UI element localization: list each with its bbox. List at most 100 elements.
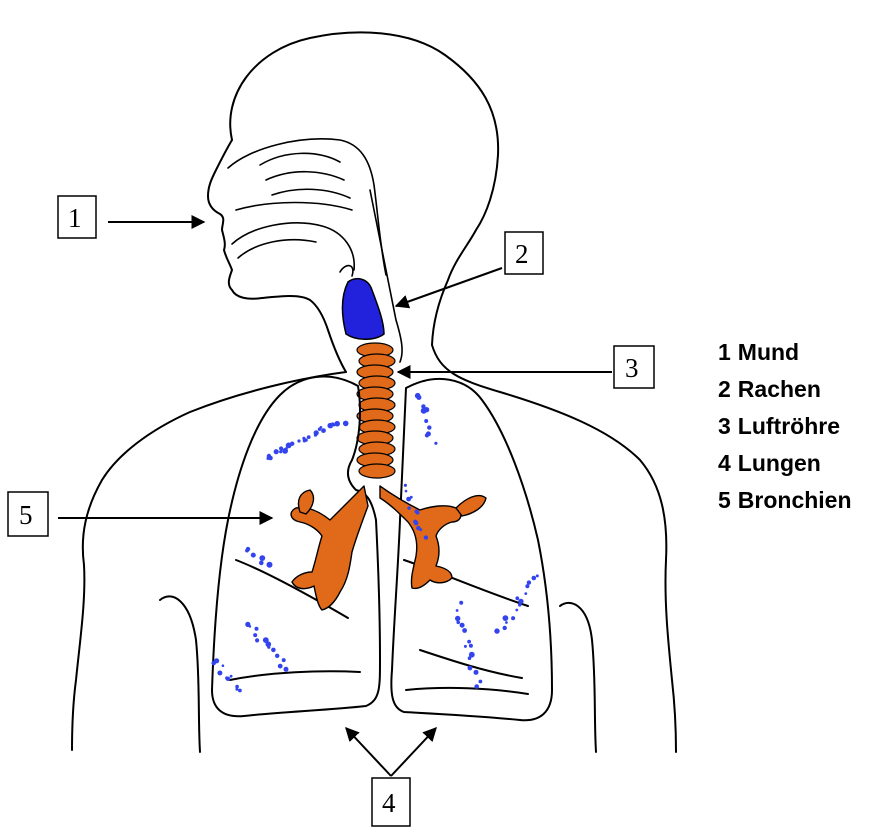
legend-item-label: Lungen — [738, 450, 821, 476]
alveolus-dot — [343, 421, 349, 427]
alveolus-dot — [267, 646, 270, 649]
alveolus-dot — [407, 506, 411, 510]
tongue-inner — [238, 240, 316, 258]
right-bronchus-branch — [456, 496, 486, 516]
alveolus-dot — [524, 592, 527, 595]
alveolus-dot — [503, 615, 509, 621]
alveolus-dot — [419, 528, 422, 531]
face-profile — [208, 140, 328, 330]
legend-item-number: 4 — [718, 450, 731, 476]
legend-item-mund: 1 Mund — [718, 334, 852, 371]
callout-3: 3 — [398, 346, 654, 388]
alveolus-dot — [321, 428, 326, 433]
callout-2-arrow — [396, 268, 502, 306]
alveolus-dot — [416, 511, 420, 515]
alveolus-dot — [503, 626, 507, 630]
callout-1-label: 1 — [68, 203, 82, 233]
alveolus-dot — [467, 640, 471, 644]
alveolus-dot — [282, 448, 288, 454]
alveolus-dot — [222, 664, 225, 667]
legend-item-number: 1 — [718, 339, 731, 365]
alveolus-dot — [460, 623, 465, 628]
alveolus-dot — [532, 576, 537, 581]
pharynx — [343, 279, 385, 340]
alveolus-dot — [456, 621, 460, 625]
alveolus-dot — [468, 666, 473, 671]
alveolus-dot — [425, 433, 429, 437]
alveolus-dot — [505, 621, 508, 624]
alveolus-dot — [334, 421, 340, 427]
alveolus-dot — [249, 625, 252, 628]
alveolus-dot — [424, 535, 428, 539]
alveolus-dot — [424, 419, 428, 423]
alveolus-dot — [251, 553, 256, 558]
alveolus-dot — [511, 616, 515, 620]
trachea-ring — [359, 464, 395, 478]
alveolus-dot — [304, 438, 307, 441]
alveolus-dot — [238, 689, 242, 693]
left-lung — [212, 376, 380, 716]
alveolus-dot — [468, 656, 472, 660]
alveolus-dot — [282, 658, 286, 662]
alveolus-dot — [290, 442, 294, 446]
alveolus-dot — [307, 435, 311, 439]
alveolus-dot — [459, 601, 463, 605]
alveolus-dot — [456, 609, 459, 612]
alveolus-dot — [474, 670, 479, 675]
left-lung-inner — [230, 671, 360, 680]
alveolus-dot — [427, 425, 431, 429]
right-bronchus — [380, 486, 461, 589]
alveolus-dot — [413, 520, 417, 524]
alveolus-dot — [314, 430, 319, 435]
alveolus-dot — [230, 675, 233, 678]
alveolus-dot — [284, 667, 289, 672]
alveolus-dot — [255, 638, 259, 642]
right-arm-line — [560, 603, 596, 752]
alveolus-dot — [297, 439, 300, 442]
alveolus-dot — [271, 648, 276, 653]
legend: 1 Mund 2 Rachen 3 Luftröhre 4 Lungen 5 Bronch… — [718, 334, 852, 519]
alveolus-dot — [259, 561, 264, 566]
callout-3-label: 3 — [625, 353, 639, 383]
alveolus-dot — [320, 426, 323, 429]
legend-item-number: 2 — [718, 376, 731, 402]
legend-item-rachen: 2 Rachen — [718, 371, 852, 408]
legend-item-number: 3 — [718, 413, 731, 439]
callout-1: 1 — [58, 196, 204, 238]
alveolus-dot — [404, 484, 407, 487]
legend-item-label: Rachen — [738, 376, 821, 402]
legend-item-label: Luftröhre — [738, 413, 840, 439]
alveolus-dot — [474, 684, 479, 689]
alveolus-dot — [267, 562, 273, 568]
callout-4-label: 4 — [382, 788, 396, 818]
alveolus-dot — [494, 628, 499, 633]
alveolus-dot — [527, 580, 531, 584]
alveolus-dot — [479, 680, 483, 684]
alveolus-dot — [245, 549, 249, 553]
callout-2-label: 2 — [515, 239, 529, 269]
alveolus-dot — [515, 609, 518, 612]
alveolus-dot — [235, 685, 239, 689]
alveolus-dot — [405, 490, 408, 493]
callout-4-arrow-right — [391, 728, 436, 776]
legend-item-label: Mund — [738, 339, 799, 365]
nasal-turbinate-2 — [266, 172, 344, 180]
alveolus-dot — [255, 627, 259, 631]
legend-item-label: Bronchien — [738, 487, 852, 513]
left-arm-line — [160, 596, 200, 752]
alveolus-dot — [455, 616, 460, 621]
right-lung-inner — [406, 688, 528, 694]
alveolus-dot — [214, 658, 219, 663]
bronchi — [291, 486, 486, 610]
alveolus-dot — [536, 574, 539, 577]
hard-palate — [236, 203, 352, 211]
alveolus-dot — [275, 654, 279, 658]
trachea — [357, 343, 395, 478]
nasal-turbinate-3 — [272, 189, 350, 198]
neck-front — [328, 330, 346, 372]
alveolus-dot — [217, 671, 222, 676]
epiglottis — [340, 266, 353, 276]
alveolus-dot — [469, 644, 473, 648]
legend-item-number: 5 — [718, 487, 731, 513]
left-shoulder — [72, 372, 346, 750]
